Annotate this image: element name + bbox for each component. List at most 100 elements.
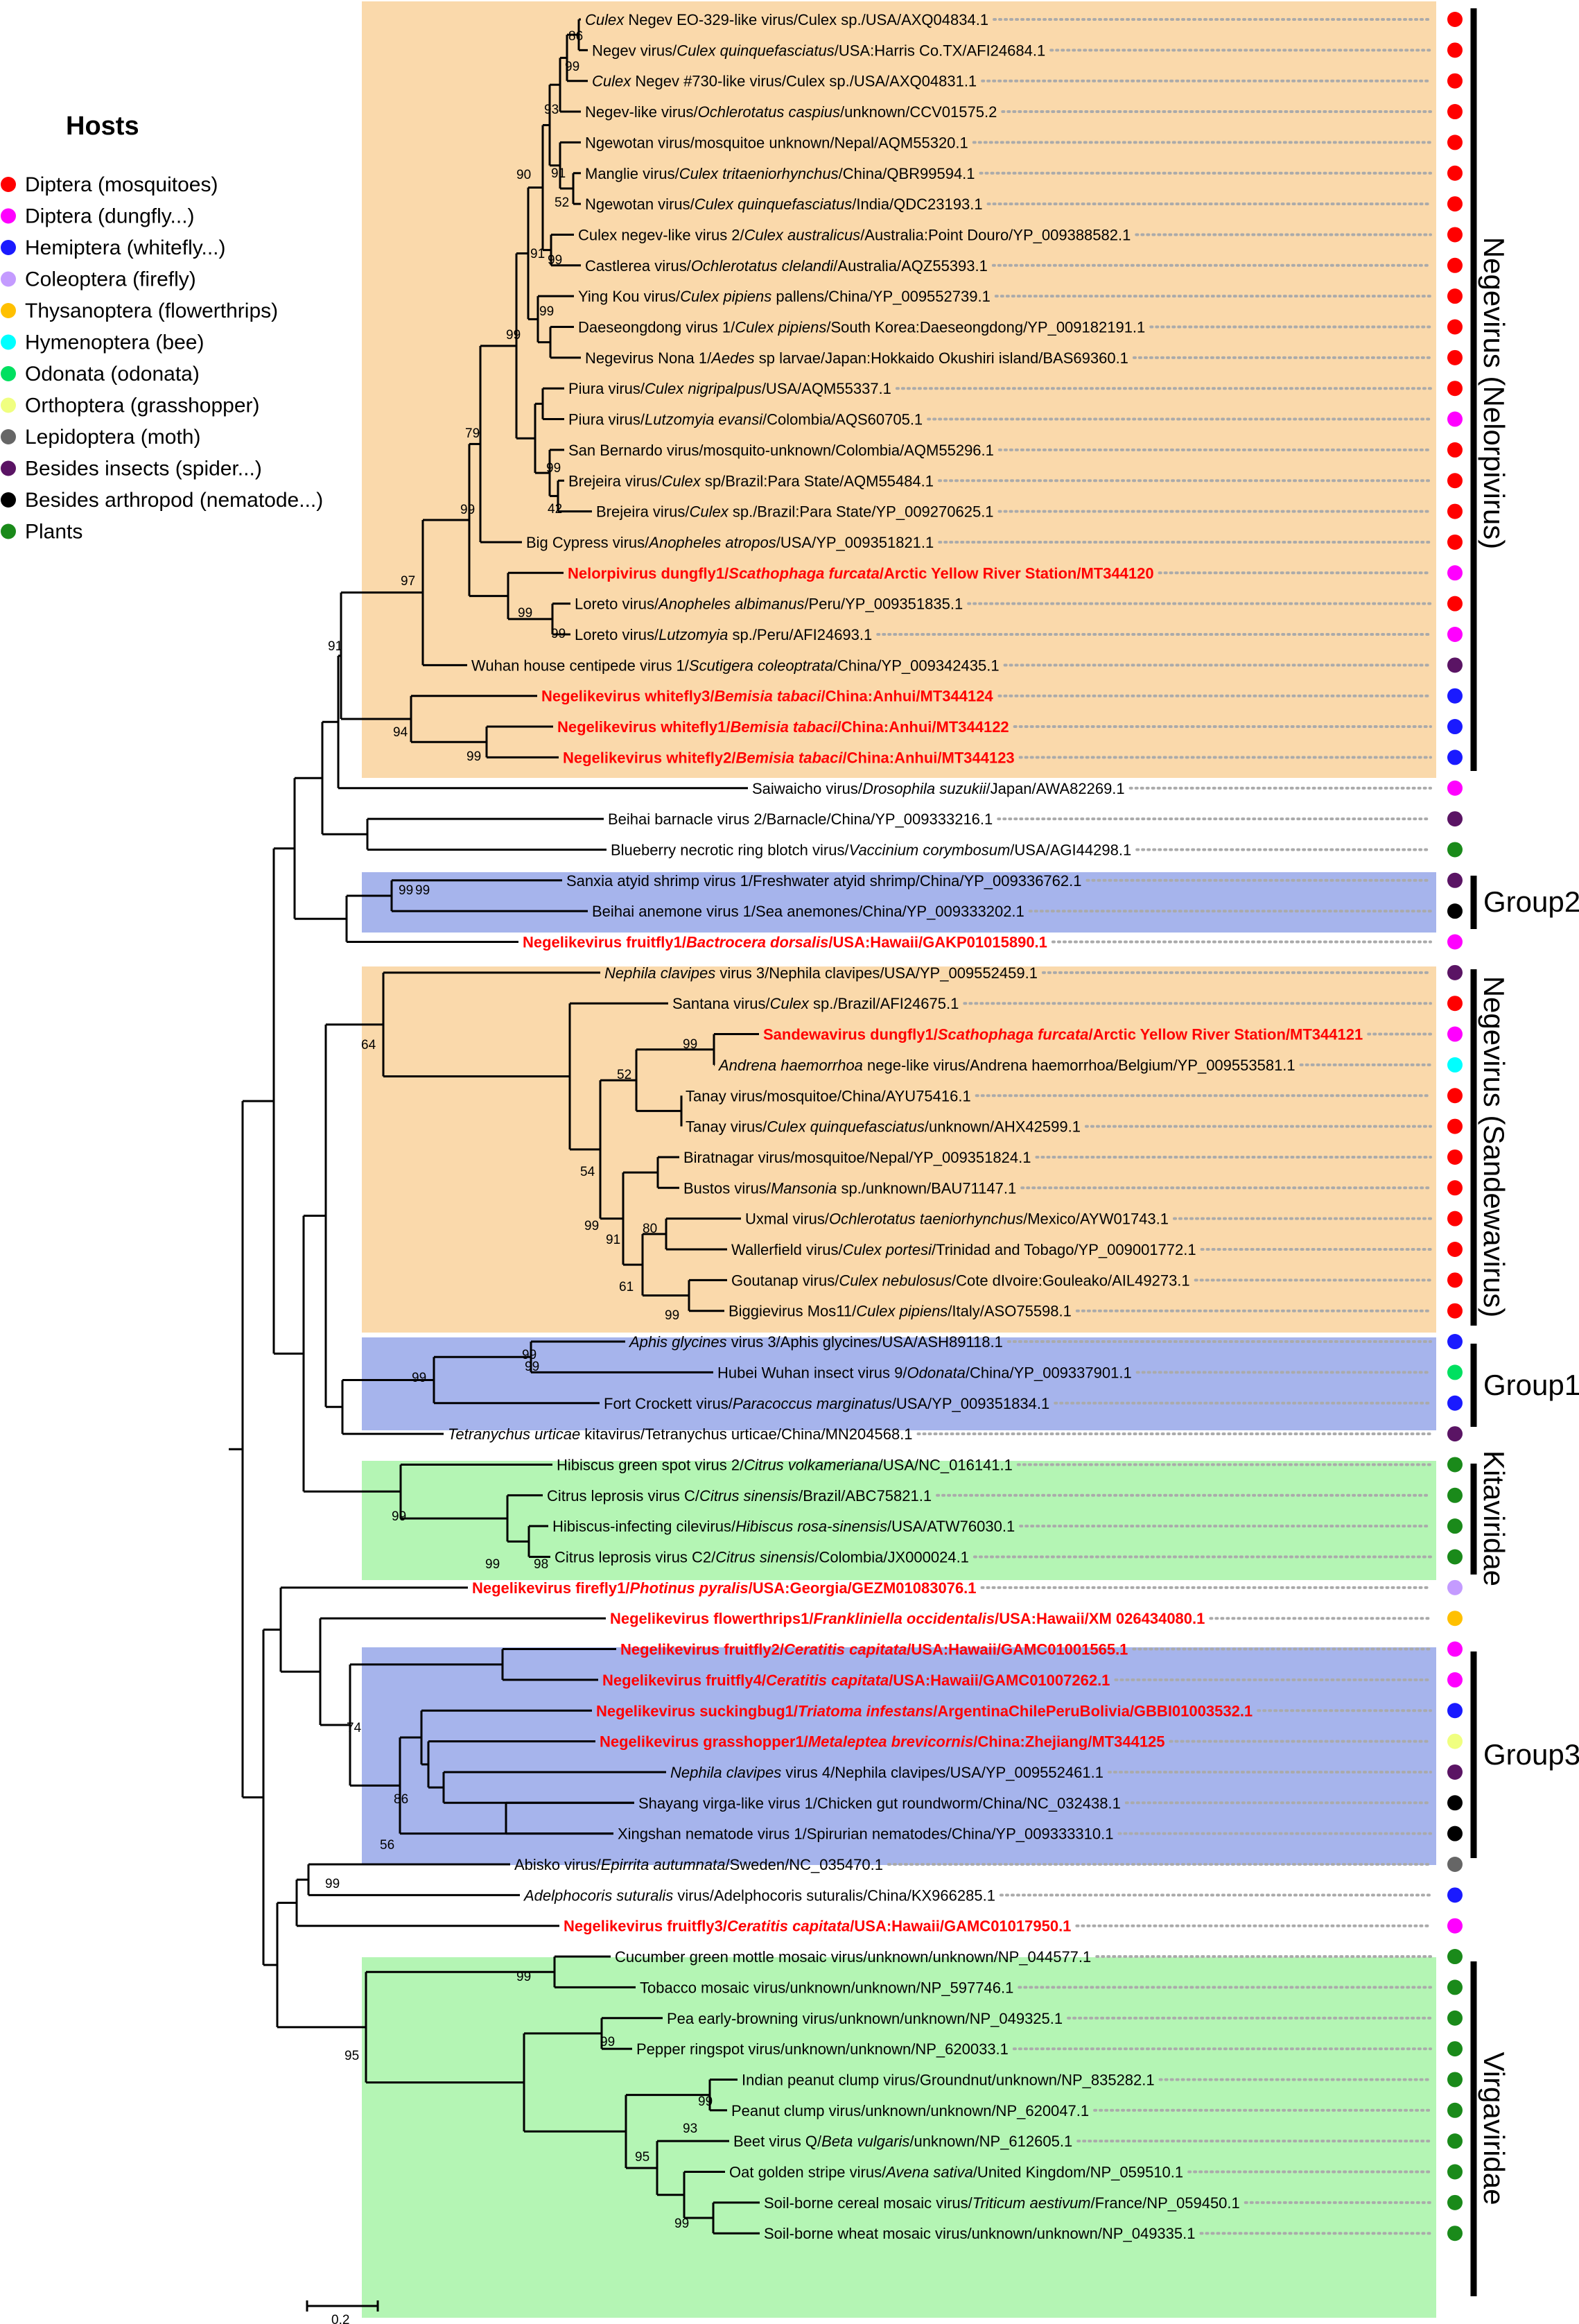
host-dot: [1447, 1026, 1463, 1042]
tip-label: Uxmal virus/Ochlerotatus taeniorhynchus/…: [745, 1211, 1169, 1228]
tip-label: Negevirus Nona 1/Aedes sp larvae/Japan:H…: [585, 349, 1128, 367]
host-dot: [1447, 1887, 1463, 1903]
bootstrap-value: 99: [325, 1877, 340, 1891]
host-dot: [1447, 381, 1463, 397]
bootstrap-value: 99: [518, 606, 532, 621]
tip-label: Nephila clavipes virus 3/Nephila clavipe…: [604, 964, 1038, 982]
host-dot: [1447, 165, 1463, 181]
bootstrap-value: 99: [698, 2095, 713, 2109]
bootstrap-value: 99: [546, 461, 561, 476]
tip-label: Negelikevirus whitefly2/Bemisia tabaci/C…: [563, 749, 1015, 766]
bootstrap-value: 90: [516, 168, 531, 182]
tip-label: Culex negev-like virus 2/Culex australic…: [578, 226, 1131, 243]
bootstrap-value: 99: [412, 1371, 426, 1385]
tip-label: Negelikevirus firefly1/Photinus pyralis/…: [472, 1579, 977, 1597]
bootstrap-value: 99: [506, 328, 521, 342]
host-dot: [1447, 1149, 1463, 1165]
tip-label: Ying Kou virus/Culex pipiens pallens/Chi…: [578, 288, 991, 305]
host-dot: [1447, 1949, 1463, 1965]
legend-swatch: [1, 460, 16, 476]
host-dot: [1447, 1979, 1463, 1995]
bootstrap-value: 94: [393, 725, 408, 740]
box-kitaviridae: [362, 1461, 1436, 1580]
tip-label: Big Cypress virus/Anopheles atropos/USA/…: [526, 534, 934, 551]
tip-label: Negelikevirus grasshopper1/Metaleptea br…: [600, 1733, 1165, 1751]
host-dot: [1447, 503, 1463, 519]
box-group3: [362, 1647, 1436, 1865]
host-dot: [1447, 1857, 1463, 1872]
host-dot: [1447, 657, 1463, 673]
bootstrap-value: 79: [465, 426, 480, 441]
tip-label: Ngewotan virus/mosquitoe unknown/Nepal/A…: [585, 134, 968, 151]
tip-label: Culex Negev EO-329-like virus/Culex sp./…: [585, 11, 988, 28]
host-legend: Hosts Diptera (mosquitoes)Diptera (dungf…: [1, 112, 323, 544]
tip-label: Wuhan house centipede virus 1/Scutigera …: [471, 657, 1000, 674]
bootstrap-value: 99: [525, 1360, 539, 1374]
clade-label: Kitaviridae: [1478, 1450, 1510, 1586]
host-dot: [1447, 1242, 1463, 1257]
host-dot: [1447, 411, 1463, 427]
host-dot: [1447, 964, 1463, 980]
host-dot: [1447, 1611, 1463, 1627]
tip-label: Negelikevirus suckingbug1/Triatoma infes…: [596, 1702, 1253, 1719]
legend-swatch: [1, 366, 16, 381]
clade-label: Negevirus (Nelorpivirus): [1478, 237, 1510, 549]
host-dot: [1447, 135, 1463, 150]
tip-label: Blueberry necrotic ring blotch virus/Vac…: [611, 841, 1131, 858]
bootstrap-value: 99: [460, 503, 475, 517]
host-dot: [1447, 288, 1463, 304]
host-dot: [1447, 1487, 1463, 1503]
bootstrap-value: 99: [539, 304, 554, 319]
bootstrap-value: 99: [565, 60, 579, 74]
host-dot: [1447, 749, 1463, 765]
bootstrap-value: 99: [466, 749, 481, 764]
bootstrap-value: 56: [380, 1838, 394, 1853]
tip-label: Shayang virga-like virus 1/Chicken gut r…: [638, 1794, 1121, 1812]
tip-label: Brejeira virus/Culex sp./Brazil:Para Sta…: [596, 503, 994, 521]
bootstrap-value: 99: [551, 627, 566, 641]
tip-label: Sanxia atyid shrimp virus 1/Freshwater a…: [566, 872, 1082, 890]
tip-label: Santana virus/Culex sp./Brazil/AFI24675.…: [672, 995, 959, 1012]
legend-items: Diptera (mosquitoes)Diptera (dungfly...)…: [1, 173, 323, 544]
host-dot: [1447, 2164, 1463, 2180]
host-dot: [1447, 1303, 1463, 1319]
bootstrap-value: 91: [328, 639, 342, 654]
bootstrap-value: 97: [401, 574, 415, 589]
host-dot: [1447, 1764, 1463, 1780]
tip-label: Negelikevirus fruitfly4/Ceratitis capita…: [602, 1672, 1110, 1689]
tip-label: Beihai anemone virus 1/Sea anemones/Chin…: [592, 903, 1024, 920]
tip-label: Soil-borne cereal mosaic virus/Triticum …: [764, 2194, 1240, 2212]
box-group2: [362, 872, 1436, 933]
legend-label: Odonata (odonata): [25, 363, 200, 385]
tip-label: Negelikevirus fruitfly2/Ceratitis capita…: [620, 1641, 1128, 1658]
host-dot: [1447, 2010, 1463, 2026]
host-dot: [1447, 903, 1463, 919]
bootstrap-value: 95: [344, 2049, 359, 2063]
tip-label: Adelphocoris suturalis virus/Adelphocori…: [523, 1887, 995, 1904]
legend-label: Thysanoptera (flowerthrips): [25, 300, 278, 322]
tip-label: Citrus leprosis virus C/Citrus sinensis/…: [547, 1487, 932, 1504]
bootstrap-value: 99: [415, 883, 430, 898]
tip-label: Citrus leprosis virus C2/Citrus sinensis…: [555, 1549, 969, 1566]
tip-label: Hibiscus-infecting cilevirus/Hibiscus ro…: [552, 1518, 1015, 1535]
host-dot: [1447, 2133, 1463, 2149]
tip-label: Aphis glycines virus 3/Aphis glycines/US…: [628, 1333, 1003, 1351]
clade-label: Group2: [1483, 885, 1579, 918]
host-dot: [1447, 688, 1463, 704]
tip-label: Beet virus Q/Beta vulgaris/unknown/NP_61…: [733, 2133, 1072, 2150]
bootstrap-value: 52: [617, 1068, 631, 1082]
host-dot: [1447, 1641, 1463, 1657]
tip-label: Fort Crockett virus/Paracoccus marginatu…: [604, 1395, 1049, 1412]
bootstrap-value: 74: [347, 1721, 362, 1735]
bootstrap-value: 99: [516, 1970, 531, 1984]
tip-label: Ngewotan virus/Culex quinquefasciatus/In…: [585, 196, 983, 213]
host-dot: [1447, 1457, 1463, 1473]
bootstrap-value: 61: [619, 1280, 634, 1294]
clade-label: Group1: [1483, 1369, 1579, 1401]
tip-label: Manglie virus/Culex tritaeniorhynchus/Ch…: [585, 165, 975, 182]
tip-label: Peanut clump virus/unknown/unknown/NP_62…: [731, 2102, 1089, 2119]
tip-labels: Culex Negev EO-329-like virus/Culex sp./…: [448, 11, 1463, 2242]
legend-label: Lepidoptera (moth): [25, 426, 200, 449]
legend-label: Orthoptera (grasshopper): [25, 394, 260, 417]
host-dot: [1447, 73, 1463, 89]
